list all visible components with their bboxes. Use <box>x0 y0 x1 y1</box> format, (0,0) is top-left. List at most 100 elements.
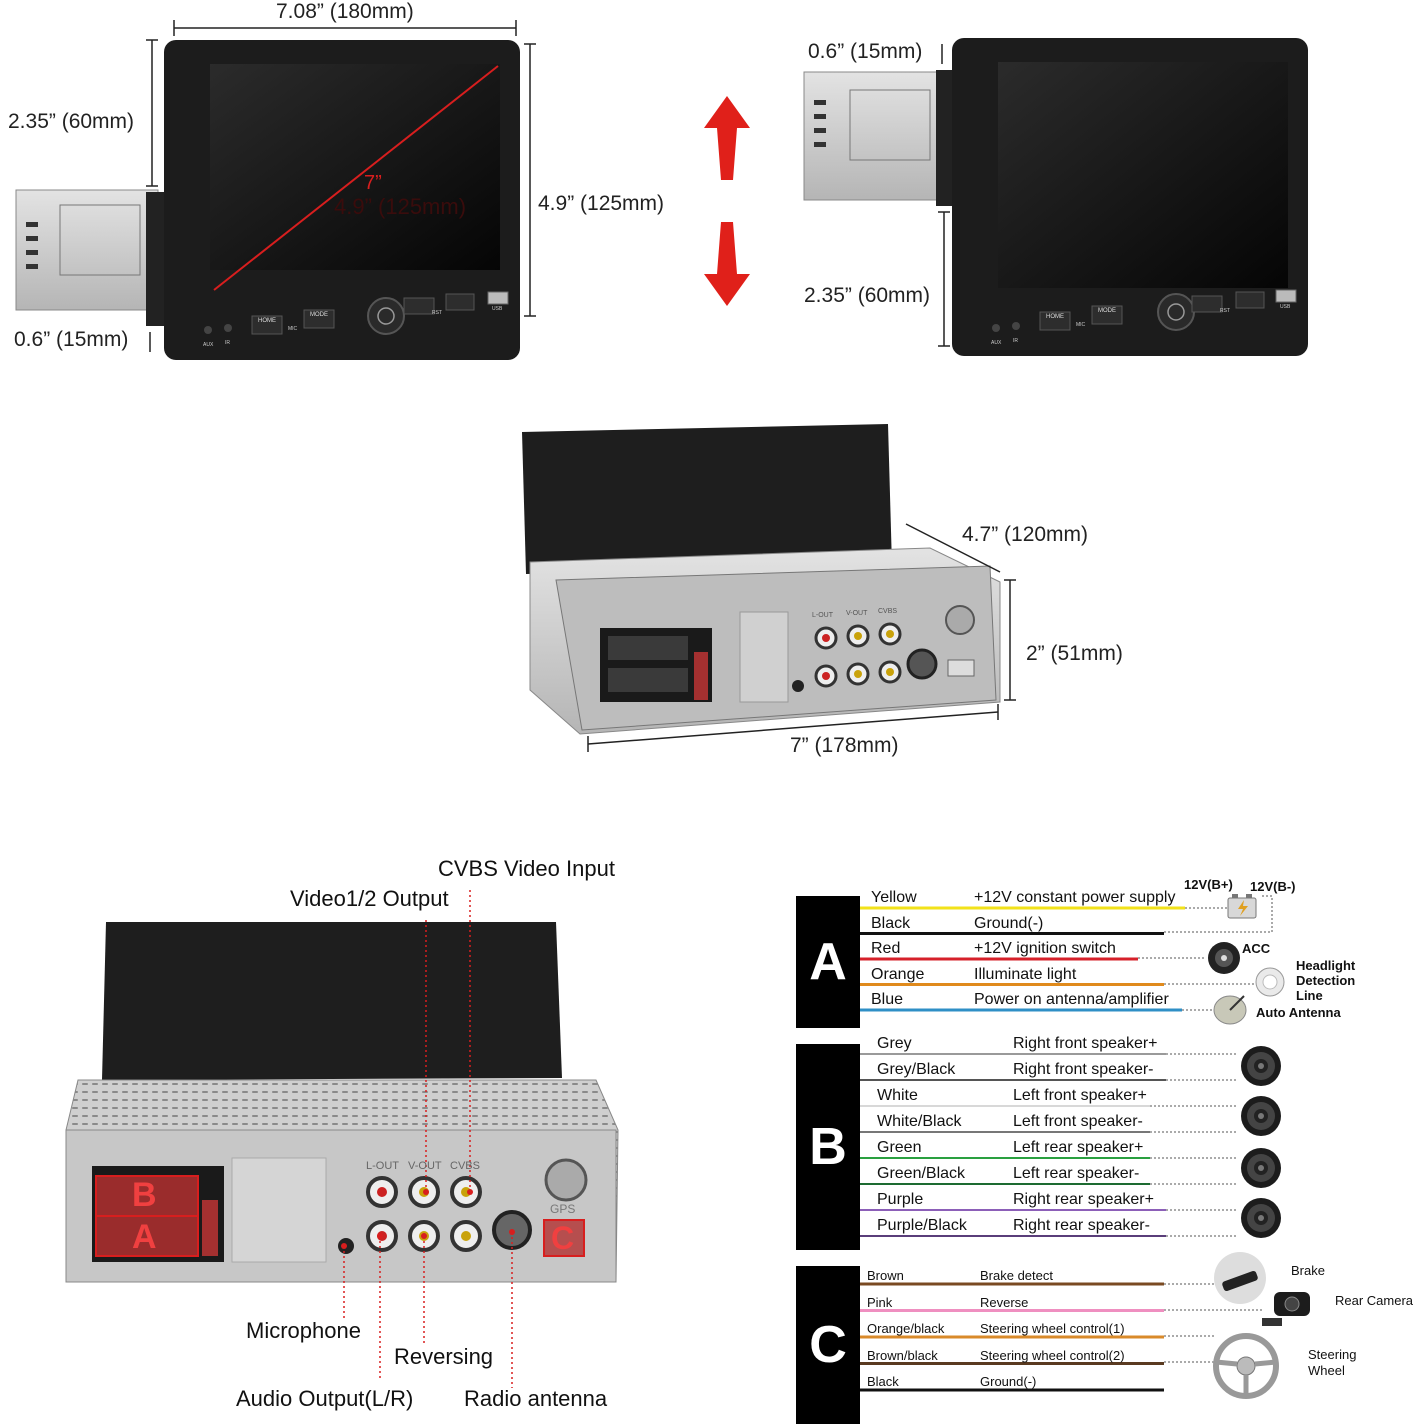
wire-function-label: Left front speaker+ <box>1013 1087 1147 1104</box>
button-home-label: HOME <box>258 318 276 324</box>
dim-box-depth: 4.7” (120mm) <box>962 523 1089 546</box>
connector-block-c: C <box>551 1220 575 1256</box>
dim-height-screen: 4.9” (125mm) <box>538 192 665 215</box>
rst-label-right: RST <box>1220 308 1230 314</box>
tag-steering: Steering <box>1308 1347 1357 1362</box>
button-home-label-right: HOME <box>1046 314 1064 320</box>
acc-key-icon <box>1208 942 1240 974</box>
wire-color-label: Pink <box>867 1294 893 1310</box>
wire-function-label: Reverse <box>980 1294 1029 1310</box>
wiring-block-c: C <box>796 1266 860 1424</box>
wire-color-label: Brown/black <box>867 1347 938 1363</box>
tag-brake: Brake <box>1291 1263 1325 1278</box>
dim-diagonal: 7” <box>364 172 382 194</box>
wire-color-label: Purple <box>877 1191 924 1208</box>
antenna-icon <box>1213 995 1247 1025</box>
tag-headlight: Headlight <box>1296 958 1356 973</box>
wiring-block-b: B <box>796 1044 860 1250</box>
rca-label-vout-mid: V-OUT <box>846 610 868 617</box>
mic-label-right: MIC <box>1076 322 1086 328</box>
wire-function-label: Power on antenna/amplifier <box>974 991 1169 1008</box>
dim-box-width: 7” (178mm) <box>790 734 899 757</box>
battery-icon <box>1227 894 1257 919</box>
front-unit-right <box>803 38 1308 356</box>
wire-color-label: Green/Black <box>877 1165 966 1182</box>
label-microphone: Microphone <box>246 1318 361 1343</box>
wire-function-label: Right front speaker+ <box>1013 1035 1158 1052</box>
headlight-icon <box>1255 967 1285 997</box>
dim-box-height: 2” (51mm) <box>1026 642 1123 665</box>
connector-block-b: B <box>132 1176 157 1214</box>
brake-pedal-icon <box>1214 1252 1266 1304</box>
wire-function-label: +12V constant power supply <box>974 889 1176 906</box>
dim-width-top: 7.08” (180mm) <box>276 0 414 23</box>
tag-12v-bminus: 12V(B-) <box>1250 879 1296 894</box>
wire-color-label: Black <box>871 914 911 932</box>
tag-acc: ACC <box>1242 941 1271 956</box>
wire-function-label: Steering wheel control(1) <box>980 1321 1125 1336</box>
wire-function-label: Brake detect <box>980 1268 1053 1283</box>
wire-function-label: Steering wheel control(2) <box>980 1347 1125 1363</box>
button-mode-label-right: MODE <box>1098 308 1116 314</box>
dim-diagonal-height: 4.9” (125mm) <box>334 194 467 219</box>
label-cvbs-input: CVBS Video Input <box>438 856 615 881</box>
wire-color-label: Brown <box>867 1268 904 1283</box>
label-audio-output: Audio Output(L/R) <box>236 1386 414 1411</box>
speaker-icon <box>1241 1096 1281 1136</box>
wire-function-label: Ground(-) <box>974 914 1044 932</box>
usb-label: USB <box>492 306 503 312</box>
wire-color-label: White <box>877 1087 918 1104</box>
wire-color-label: Grey <box>877 1035 912 1052</box>
wire-color-label: Orange/black <box>867 1321 945 1336</box>
wire-color-label: Blue <box>871 991 904 1008</box>
wire-function-label: +12V ignition switch <box>974 940 1116 957</box>
wire-color-label: Red <box>871 940 901 957</box>
speaker-icon <box>1241 1148 1281 1188</box>
tag-rear-camera: Rear Camera <box>1335 1293 1414 1308</box>
ir-label: IR <box>225 340 230 346</box>
wire-color-label: Black <box>867 1374 899 1389</box>
wire-function-label: Left rear speaker+ <box>1013 1139 1144 1156</box>
dim-depth-left: 0.6” (15mm) <box>14 328 129 351</box>
rear-camera-icon <box>1262 1292 1310 1326</box>
wire-function-label: Right front speaker- <box>1013 1061 1154 1078</box>
label-video-output: Video1/2 Output <box>290 886 449 911</box>
wire-color-label: Green <box>877 1139 922 1156</box>
rca-label-lout: L-OUT <box>366 1160 399 1172</box>
label-radio-antenna: Radio antenna <box>464 1386 608 1411</box>
wire-function-label: Ground(-) <box>980 1374 1037 1389</box>
button-mode-label: MODE <box>310 312 328 318</box>
front-unit-left <box>15 20 536 360</box>
tag-12v-bplus: 12V(B+) <box>1184 877 1233 892</box>
wire-function-label: Right rear speaker- <box>1013 1217 1150 1234</box>
wire-color-label: Purple/Black <box>877 1217 967 1234</box>
speaker-icon <box>1241 1046 1281 1086</box>
rear-unit-connections <box>65 890 619 1388</box>
wire-color-label: Grey/Black <box>877 1061 956 1078</box>
speaker-icon <box>1241 1198 1281 1238</box>
connector-block-a: A <box>132 1218 157 1256</box>
speaker-icons <box>1241 1046 1281 1238</box>
rca-label-cvbs-mid: CVBS <box>878 608 898 615</box>
wire-color-label: Yellow <box>871 889 917 906</box>
aux-label: AUX <box>203 342 214 348</box>
ir-label-right: IR <box>1013 338 1018 344</box>
wiring-lines <box>860 906 1185 1392</box>
wire-color-label: Orange <box>871 965 925 983</box>
steering-wheel-icon <box>1213 1333 1279 1399</box>
wire-color-label: White/Black <box>877 1113 962 1130</box>
tag-detection: Detection <box>1296 973 1356 988</box>
rca-label-lout-mid: L-OUT <box>812 612 833 619</box>
gps-label: GPS <box>550 1202 576 1216</box>
tag-wheel: Wheel <box>1308 1363 1345 1378</box>
wire-function-label: Left rear speaker- <box>1013 1165 1140 1182</box>
rst-label: RST <box>432 310 442 316</box>
dim-height-right: 2.35” (60mm) <box>804 284 931 307</box>
wire-function-label: Left front speaker- <box>1013 1113 1143 1130</box>
rear-unit-middle <box>522 424 1016 752</box>
label-reversing: Reversing <box>394 1344 494 1369</box>
leader-lines <box>1138 895 1273 1363</box>
wire-function-label: Illuminate light <box>974 965 1077 983</box>
tag-auto-antenna: Auto Antenna <box>1256 1005 1341 1020</box>
